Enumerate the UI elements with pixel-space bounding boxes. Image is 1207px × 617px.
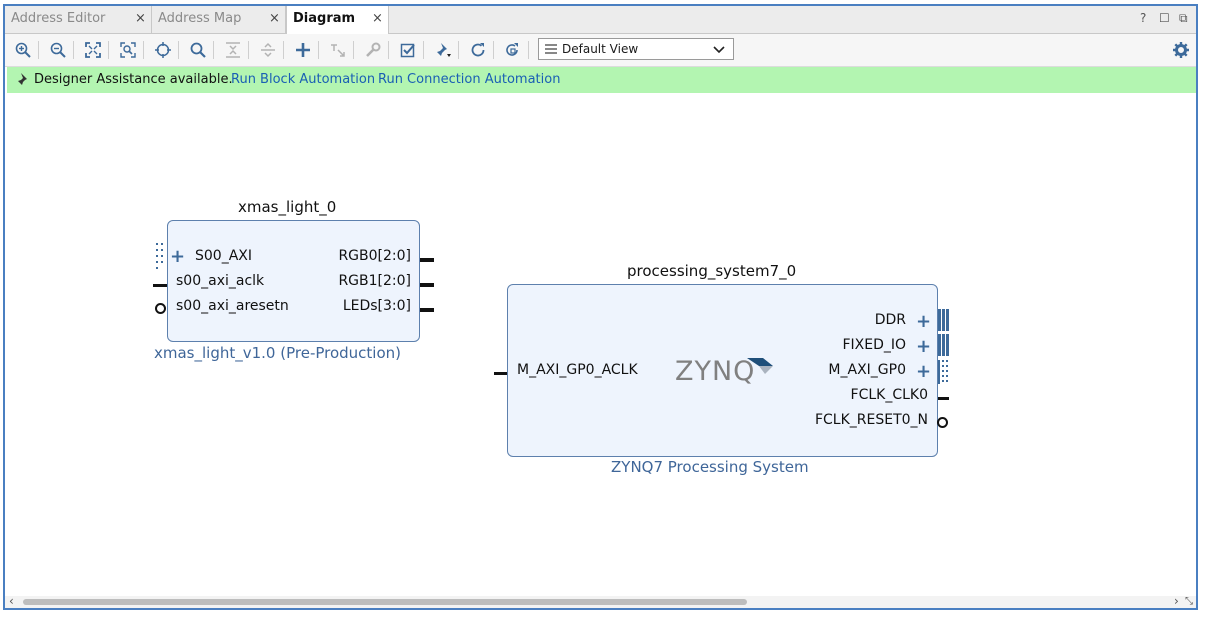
xmas-light-block[interactable] [167,220,420,342]
expand-all-icon[interactable] [258,40,278,60]
add-ip-icon[interactable] [293,40,313,60]
make-external-icon[interactable] [328,40,348,60]
close-icon[interactable]: × [135,11,146,26]
close-icon[interactable]: × [372,11,383,26]
zynq-logo: ZYNQ [675,356,785,396]
expand-port-icon[interactable]: + [916,361,932,382]
horizontal-scrollbar[interactable]: ‹ › ⤡ [5,594,1196,608]
port-m-axi-gp0[interactable]: M_AXI_GP0 [828,362,906,378]
regenerate-layout-icon[interactable] [503,40,523,60]
properties-icon[interactable] [363,40,383,60]
port-fixed-io[interactable]: FIXED_IO [842,337,906,353]
port-leds[interactable]: LEDs[3:0] [342,298,411,314]
view-select[interactable]: Default View [538,38,734,60]
block-name: xmas_light_0 [238,198,337,216]
zoom-in-icon[interactable] [13,40,33,60]
chevron-down-icon [713,46,725,54]
port-m-axi-gp0-aclk[interactable]: M_AXI_GP0_ACLK [517,362,638,378]
designer-assistance-banner: Designer Assistance available. Run Block… [7,67,1196,93]
tab-address-editor[interactable]: Address Editor × [5,6,152,33]
port-rgb0[interactable]: RGB0[2:0] [338,248,411,264]
bus-interface-icon [938,360,948,384]
validate-icon[interactable] [398,40,418,60]
run-block-automation-link[interactable]: Run Block Automation [231,72,376,87]
tab-address-map[interactable]: Address Map × [152,6,286,33]
expand-port-icon[interactable]: + [916,336,932,357]
port-s00-axi-aresetn[interactable]: s00_axi_aresetn [176,298,289,314]
tab-label: Address Map [158,11,242,26]
zoom-area-icon[interactable] [118,40,138,60]
expand-port-icon[interactable]: + [916,311,932,332]
port-fclk-reset0-n[interactable]: FCLK_RESET0_N [814,412,928,428]
port-s00-axi[interactable]: S00_AXI [195,248,252,264]
tab-diagram[interactable]: Diagram × [286,6,389,34]
pin-icon[interactable] [433,40,453,60]
tab-label: Address Editor [11,11,106,26]
close-icon[interactable]: × [269,11,280,26]
refresh-icon[interactable] [468,40,488,60]
diagram-window: Address Editor × Address Map × Diagram ×… [3,4,1198,610]
diagram-toolbar: Default View [5,34,1196,67]
port-ddr[interactable]: DDR [874,312,906,328]
port-s00-axi-aclk[interactable]: s00_axi_aclk [176,273,265,289]
resize-grip-icon[interactable]: ⤡ [1185,596,1193,607]
settings-icon[interactable] [1171,40,1191,60]
block-subtitle: xmas_light_v1.0 (Pre-Production) [154,344,402,362]
processing-system-block[interactable] [507,284,938,457]
pin-icon [17,73,27,87]
scroll-right-icon[interactable]: › [1174,594,1179,608]
help-icon[interactable]: ? [1140,11,1147,25]
maximize-icon[interactable]: ☐ [1159,11,1170,25]
block-subtitle: ZYNQ7 Processing System [611,458,809,476]
center-icon[interactable] [153,40,173,60]
collapse-all-icon[interactable] [223,40,243,60]
float-icon[interactable]: ⧉ [1179,11,1188,25]
view-select-value: Default View [562,42,639,56]
tab-bar: Address Editor × Address Map × Diagram ×… [5,6,1196,34]
zoom-out-icon[interactable] [48,40,68,60]
bus-interface-icon [156,243,163,269]
expand-port-icon[interactable]: + [170,246,186,267]
block-name: processing_system7_0 [627,262,797,280]
scroll-left-icon[interactable]: ‹ [9,594,14,608]
assistance-message: Designer Assistance available. [34,72,233,87]
scrollbar-thumb[interactable] [23,599,747,605]
zoom-fit-icon[interactable] [83,40,103,60]
port-fclk-clk0[interactable]: FCLK_CLK0 [850,387,928,403]
tab-label: Diagram [293,11,356,26]
view-list-icon [545,44,557,54]
port-rgb1[interactable]: RGB1[2:0] [338,273,411,289]
run-connection-automation-link[interactable]: Run Connection Automation [378,72,561,87]
search-icon[interactable] [188,40,208,60]
diagram-canvas[interactable]: xmas_light_0 xmas_light_v1.0 (Pre-Produc… [5,94,1196,596]
